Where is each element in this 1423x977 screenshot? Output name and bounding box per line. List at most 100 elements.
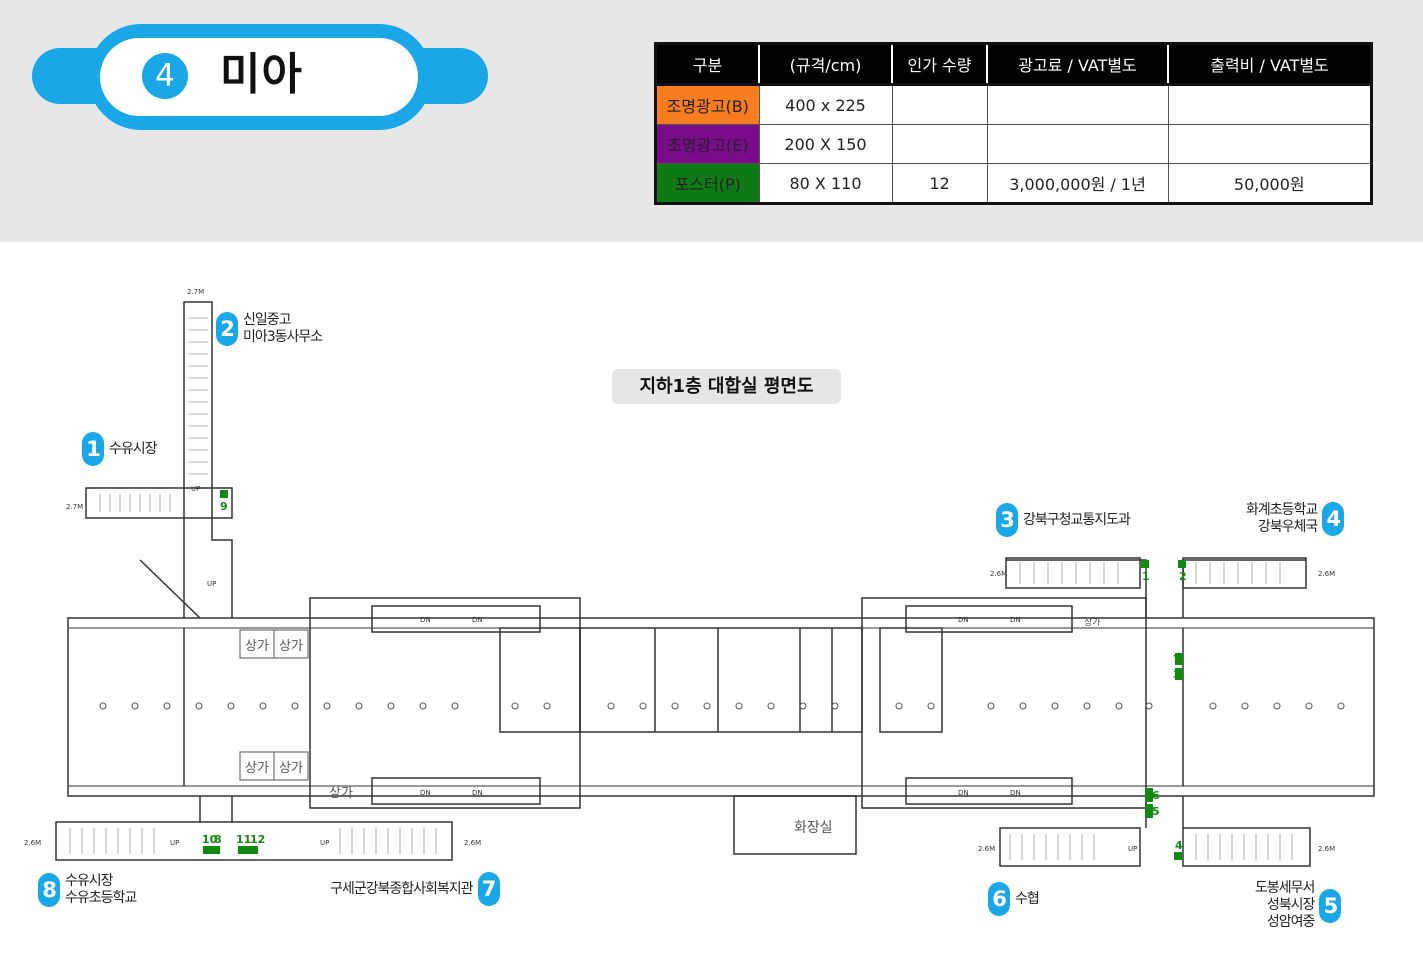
exit-2-badge: 2 xyxy=(216,312,238,346)
poster-label-1: 1 xyxy=(1142,570,1150,583)
exit-5-label: 도봉세무서 xyxy=(1255,880,1315,896)
poster-label-10: 10 xyxy=(202,833,218,846)
shop-label: 상가 xyxy=(245,761,269,776)
dn-label: DN xyxy=(420,789,431,797)
poster-label-11: 11 xyxy=(236,833,251,846)
ad-price-table: 구분 (규격/cm) 인가 수량 광고료 / VAT별도 출력비 / VAT별도… xyxy=(654,42,1373,205)
row-size: 80 X 110 xyxy=(758,163,893,204)
exit-6-label: 수협 xyxy=(1015,890,1040,907)
corridor-exit-7-8 xyxy=(55,821,453,861)
up-label: UP xyxy=(320,839,329,847)
corridor-exit-5-6 xyxy=(999,827,1311,867)
station-number-badge: 4 xyxy=(142,53,188,99)
poster-label-7: 7 xyxy=(1173,653,1181,666)
row-qty xyxy=(891,84,988,125)
concourse-outline xyxy=(67,617,1375,797)
exit-4-badge: 4 xyxy=(1322,502,1345,536)
dn-label: DN xyxy=(1010,616,1021,624)
poster-label-12: 12 xyxy=(250,833,265,846)
height-label: 2.6M xyxy=(1318,570,1335,578)
dn-label: DN xyxy=(420,616,431,624)
exit-6-badge: 6 xyxy=(988,882,1010,916)
row-label: 조명광고(B) xyxy=(655,84,760,125)
row-label: 조명광고(E) xyxy=(655,124,760,164)
header-print-fee: 출력비 / VAT별도 xyxy=(1167,43,1373,86)
poster-mark-1 xyxy=(1141,560,1149,568)
exit-8-badge: 8 xyxy=(38,873,60,907)
row-fee xyxy=(986,84,1169,125)
poster-label-9: 9 xyxy=(220,500,228,513)
exit-7-badge: 7 xyxy=(477,872,500,906)
row-print xyxy=(1167,124,1372,164)
table-row: 포스터(P) 80 X 110 12 3,000,000원 / 1년 50,00… xyxy=(655,163,1372,204)
inner-stairs-top xyxy=(371,605,1073,805)
poster-label-2: 2 xyxy=(1179,570,1187,583)
height-label: 2.7M xyxy=(66,503,83,511)
shop-label: 상가 xyxy=(329,786,353,801)
exit-7: 7 구세군강북종합사회복지관 xyxy=(330,872,500,906)
poster-mark-3 xyxy=(1175,668,1183,680)
header-category: 구분 xyxy=(654,43,760,86)
row-size: 200 X 150 xyxy=(758,124,893,164)
row-fee: 3,000,000원 / 1년 xyxy=(986,163,1169,204)
exit-8-label: 수유시장 xyxy=(65,873,114,889)
corridor-exit-2 xyxy=(183,301,233,618)
shop-label: 상가 xyxy=(245,639,269,654)
dn-label: DN xyxy=(958,789,969,797)
exit-5-label: 성북시장 xyxy=(1266,897,1316,913)
exit-8-label: 수유초등학교 xyxy=(65,890,137,906)
row-qty xyxy=(891,124,988,164)
dn-label: DN xyxy=(958,616,969,624)
exit-6: 6 수협 xyxy=(988,882,1040,916)
dn-label: DN xyxy=(472,789,483,797)
height-label: 2.6M xyxy=(464,839,481,847)
poster-label-4: 4 xyxy=(1175,839,1183,852)
poster-mark-6 xyxy=(1145,788,1153,802)
row-fee xyxy=(986,124,1169,164)
up-label: UP xyxy=(170,839,179,847)
exit-4-label: 화계초등학교 xyxy=(1246,502,1318,518)
table-header-row: 구분 (규격/cm) 인가 수량 광고료 / VAT별도 출력비 / VAT별도 xyxy=(654,43,1373,86)
poster-locations xyxy=(203,490,1186,860)
shop-label: 상가 xyxy=(279,639,303,654)
row-print xyxy=(1167,84,1372,125)
row-size: 400 x 225 xyxy=(758,84,893,125)
height-label: 2.6M xyxy=(24,839,41,847)
poster-mark-9 xyxy=(220,490,228,498)
table-row: 조명광고(B) 400 x 225 xyxy=(655,84,1372,125)
exit-2-label: 신일중고 xyxy=(243,312,292,328)
poster-label-6: 6 xyxy=(1152,789,1160,802)
restroom-outline xyxy=(733,795,857,855)
poster-mark-7 xyxy=(1175,653,1183,665)
header-ad-fee: 광고료 / VAT별도 xyxy=(986,43,1169,86)
up-label: UP xyxy=(191,485,200,493)
floor-plan-title: 지하1층 대합실 평면도 xyxy=(612,369,841,404)
station-name: 미아 xyxy=(220,49,303,100)
up-label: UP xyxy=(1128,845,1137,853)
dn-label: DN xyxy=(472,616,483,624)
exit-1: 1 수유시장 xyxy=(82,432,158,466)
restroom-label: 화장실 xyxy=(794,820,833,836)
height-label: 2.6M xyxy=(1318,845,1335,853)
poster-label-8: 8 xyxy=(214,833,222,846)
shop-label: 상가 xyxy=(1084,617,1101,628)
poster-mark-11-12 xyxy=(238,846,258,854)
height-label: 2.7M xyxy=(187,288,204,296)
row-qty: 12 xyxy=(891,163,988,204)
poster-label-3: 3 xyxy=(1173,668,1181,681)
poster-mark-2 xyxy=(1178,560,1186,568)
header-size: (규격/cm) xyxy=(758,43,893,86)
poster-mark-4 xyxy=(1174,852,1182,860)
row-label: 포스터(P) xyxy=(655,163,760,204)
column-markers xyxy=(99,702,1345,710)
header-quantity: 인가 수량 xyxy=(891,43,988,86)
exit-5-badge: 5 xyxy=(1319,888,1342,923)
height-label: 2.6M xyxy=(978,845,995,853)
dn-label: DN xyxy=(1010,789,1021,797)
exit-1-badge: 1 xyxy=(82,432,104,466)
exit-3-label: 강북구청교통지도과 xyxy=(1023,511,1131,528)
